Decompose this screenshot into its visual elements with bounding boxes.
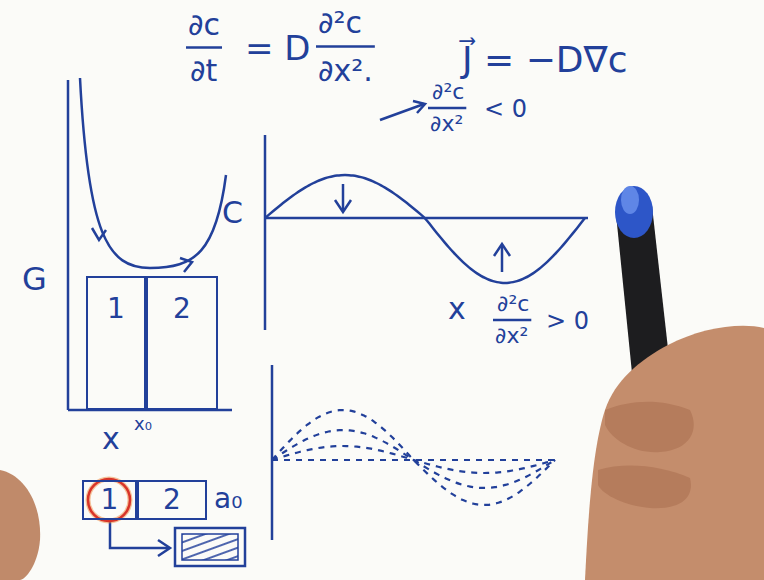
highlight-circle <box>88 479 130 521</box>
flux-arrow <box>501 246 504 272</box>
marker-cap-shine <box>621 186 639 214</box>
decaying-profile <box>272 446 555 473</box>
x-axis <box>265 217 588 220</box>
transfer-arrow <box>110 522 168 548</box>
curvature-denominator: ∂x² <box>495 324 528 348</box>
decaying-profile <box>272 410 555 505</box>
hatched-box <box>175 528 245 566</box>
arrow-head <box>180 258 192 272</box>
label-holder: J⃗ = −D∇c <box>462 40 627 80</box>
label-holder: ∂c <box>188 8 220 41</box>
label-holder: x <box>102 422 120 455</box>
axis-label: x <box>448 292 466 325</box>
concentration-curve <box>265 175 585 283</box>
region-number: 1 <box>107 294 125 325</box>
region-number: 1 <box>101 485 119 516</box>
curvature-denominator: ∂x² <box>430 112 463 136</box>
label-holder: a₀ <box>214 484 242 515</box>
fraction-bar <box>428 107 466 110</box>
label-holder: ∂t <box>190 54 217 87</box>
hand <box>585 326 764 580</box>
fraction-bar <box>316 45 375 48</box>
curvature-numerator: ∂²c <box>497 292 529 316</box>
region-number: 2 <box>173 294 191 325</box>
g-axis <box>67 80 70 410</box>
equation-text: = D <box>245 30 310 67</box>
highlight-glow <box>88 479 130 521</box>
label-holder: ∂x² <box>495 324 528 348</box>
label-holder: ∂²c <box>497 292 529 316</box>
equation-numerator: ∂²c <box>318 6 362 39</box>
region-box: 1 <box>86 276 146 410</box>
arrow-head <box>494 244 510 256</box>
label-holder: ∂²c <box>318 6 362 39</box>
marker-cap <box>615 186 653 238</box>
axis-label: x <box>102 422 120 455</box>
equation-numerator: ∂c <box>188 8 220 41</box>
region-box: 2 <box>137 480 207 520</box>
label-holder: ∂x². <box>318 54 373 87</box>
label-holder: ∂x² <box>430 112 463 136</box>
axis-label: C <box>222 196 243 229</box>
equation-denominator: ∂t <box>190 54 217 87</box>
arrow-head <box>158 540 170 556</box>
region-box: 2 <box>146 276 218 410</box>
free-energy-curve <box>80 78 226 268</box>
spacing-label: a₀ <box>214 484 242 515</box>
curvature-sign: < 0 <box>484 96 527 122</box>
fraction-bar <box>493 319 531 322</box>
equation-denominator: ∂x². <box>318 54 373 87</box>
c-axis <box>264 135 267 330</box>
label-holder: x <box>448 292 466 325</box>
flux-equation: J⃗ = −D∇c <box>462 40 627 80</box>
label-holder: x₀ <box>134 414 152 434</box>
arrow-head <box>413 101 425 113</box>
fraction-bar <box>186 46 222 49</box>
region-box: 1 <box>82 480 137 520</box>
label-holder: > 0 <box>546 308 589 334</box>
arrow-head <box>335 200 351 212</box>
label-holder: = D <box>245 30 310 67</box>
thumb <box>0 470 40 580</box>
label-holder: < 0 <box>484 96 527 122</box>
axis-label: G <box>22 262 47 297</box>
arrow-head <box>92 228 106 240</box>
flux-arrow <box>342 184 345 210</box>
label-holder: ∂²c <box>432 80 464 104</box>
finger <box>598 466 691 509</box>
finger <box>605 402 694 452</box>
region-number: 2 <box>163 485 181 516</box>
curvature-numerator: ∂²c <box>432 80 464 104</box>
composition-label: x₀ <box>134 414 152 434</box>
hatching <box>182 534 238 560</box>
label-holder: G <box>22 262 47 297</box>
curvature-sign: > 0 <box>546 308 589 334</box>
decaying-profile <box>272 430 555 488</box>
c-axis <box>271 365 274 540</box>
label-holder: C <box>222 196 243 229</box>
